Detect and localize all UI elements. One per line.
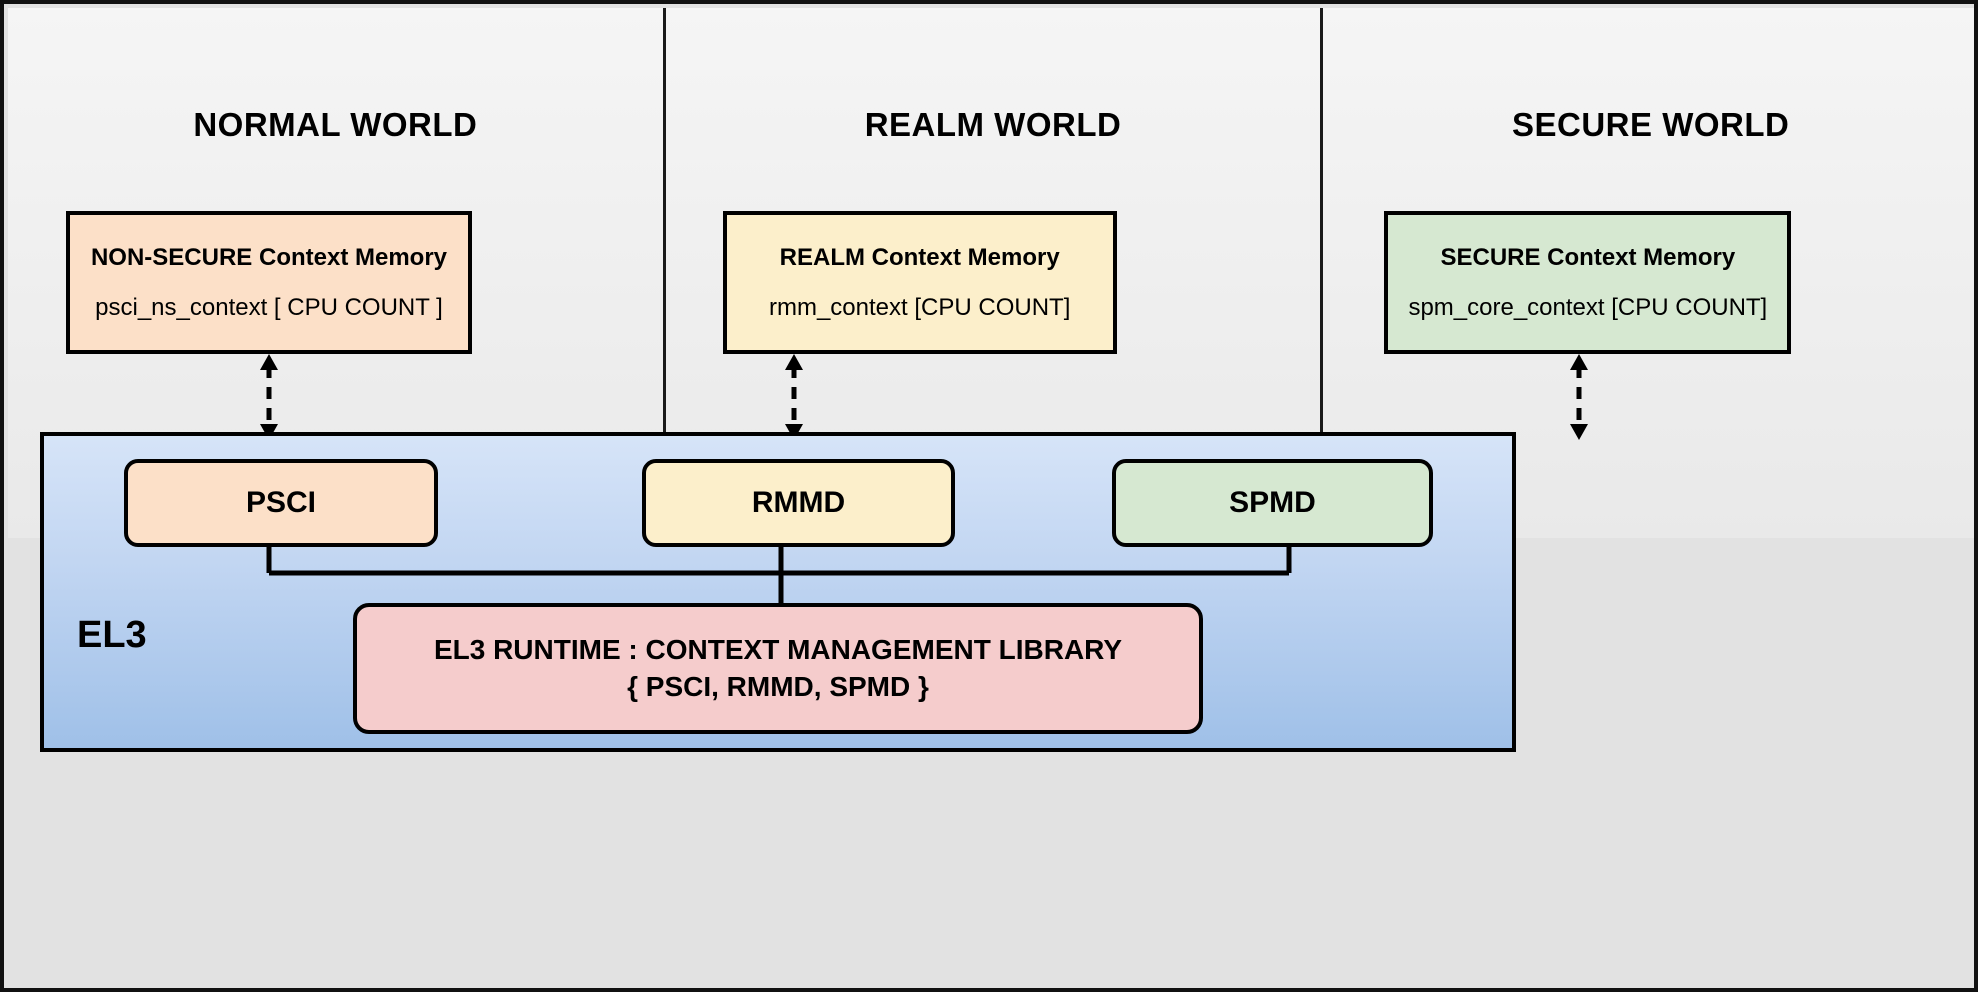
context-memory-subtitle-realm: rmm_context [CPU COUNT]: [768, 293, 1071, 321]
dashed-bidirectional-arrow-non-secure: [256, 354, 282, 440]
context-memory-box-realm: REALM Context Memory rmm_context [CPU CO…: [722, 211, 1117, 354]
el3-panel: EL3 PSCI RMMD SPMD EL3 RUNTIME : CONTEXT…: [40, 432, 1516, 752]
context-memory-title-realm: REALM Context Memory: [779, 243, 1060, 271]
world-title-realm: REALM WORLD: [864, 106, 1122, 143]
module-box-psci[interactable]: PSCI: [124, 459, 438, 547]
world-title-normal: NORMAL WORLD: [193, 106, 478, 143]
module-box-rmmd[interactable]: RMMD: [642, 459, 955, 547]
context-memory-subtitle-secure: spm_core_context [CPU COUNT]: [1408, 293, 1768, 321]
context-memory-subtitle-non-secure: psci_ns_context [ CPU COUNT ]: [95, 293, 443, 321]
context-memory-title-secure: SECURE Context Memory: [1440, 243, 1736, 271]
module-box-spmd[interactable]: SPMD: [1112, 459, 1433, 547]
context-memory-box-secure: SECURE Context Memory spm_core_context […: [1384, 211, 1792, 354]
dashed-bidirectional-arrow-secure: [1566, 354, 1592, 440]
context-memory-box-non-secure: NON-SECURE Context Memory psci_ns_contex…: [66, 211, 472, 354]
world-title-secure: SECURE WORLD: [1512, 106, 1790, 143]
context-memory-title-non-secure: NON-SECURE Context Memory: [90, 243, 448, 271]
world-column-secure: SECURE WORLD SECURE Context Memory spm_c…: [1323, 8, 1974, 538]
el3-runtime-context-management-box[interactable]: EL3 RUNTIME : CONTEXT MANAGEMENT LIBRARY…: [353, 603, 1203, 734]
world-column-normal: NORMAL WORLD NON-SECURE Context Memory p…: [8, 8, 666, 535]
runtime-members-line: { PSCI, RMMD, SPMD }: [627, 670, 929, 702]
world-column-realm: REALM WORLD REALM Context Memory rmm_con…: [666, 8, 1324, 535]
runtime-title-line: EL3 RUNTIME : CONTEXT MANAGEMENT LIBRARY: [433, 633, 1123, 665]
dashed-bidirectional-arrow-realm: [781, 354, 807, 440]
el3-label: EL3: [77, 614, 147, 656]
